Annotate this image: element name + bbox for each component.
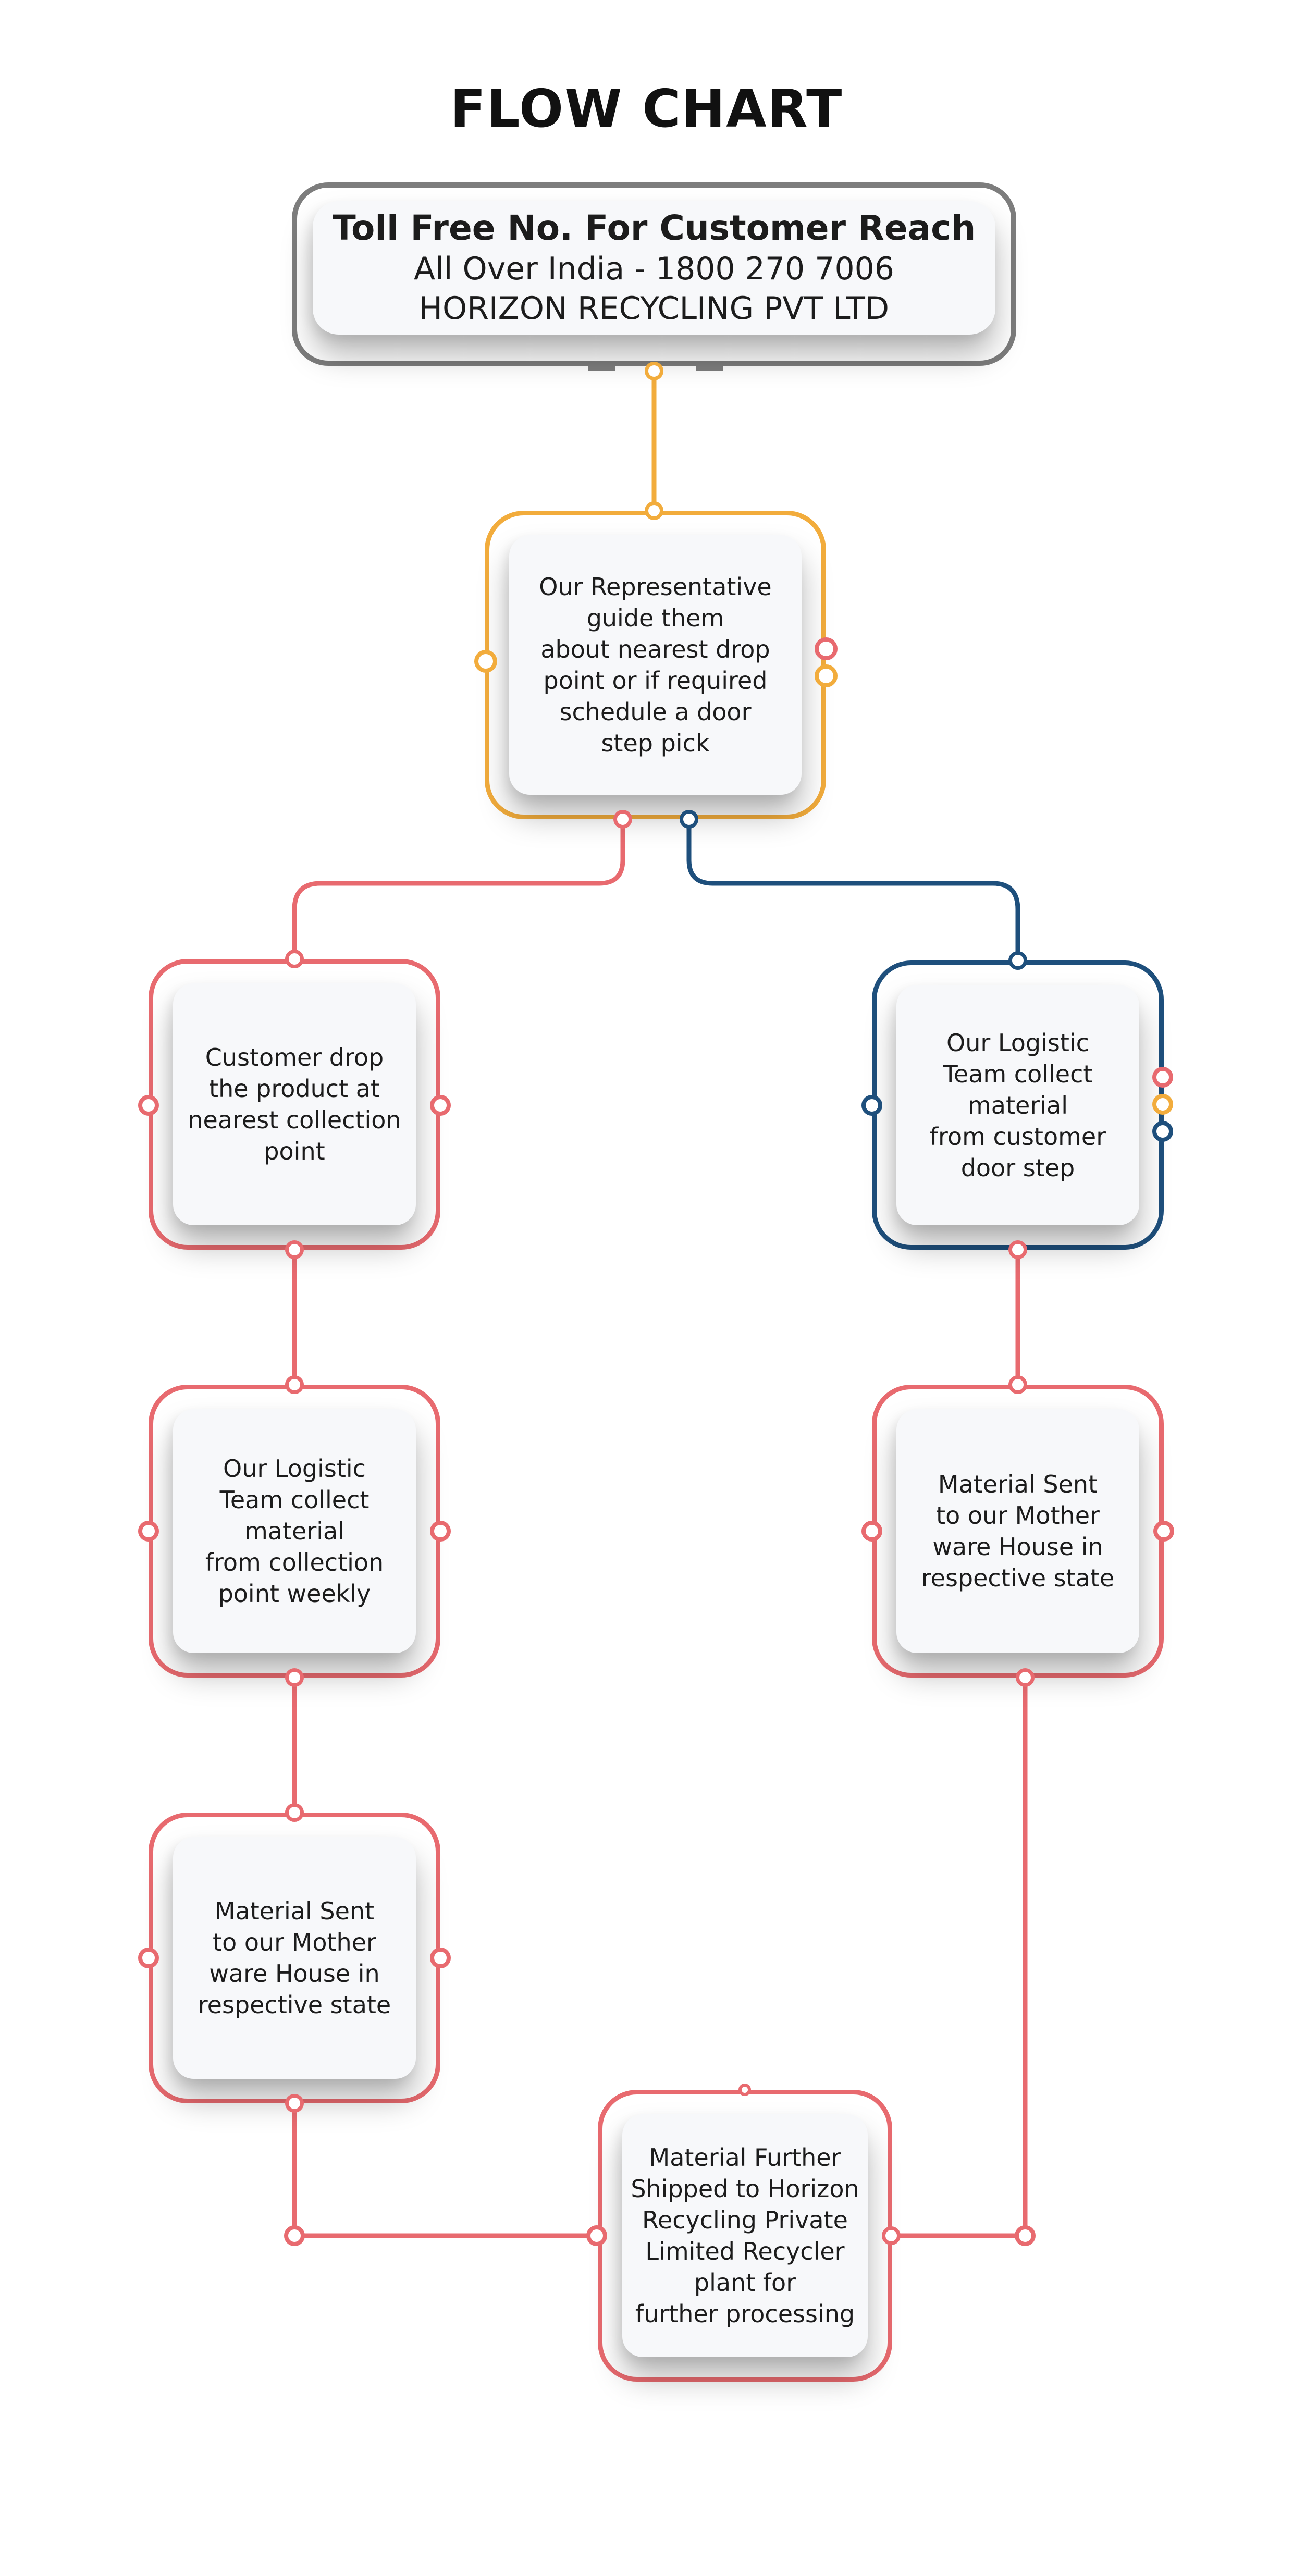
logistic-collection-left-port xyxy=(138,1521,159,1542)
step-warehouse-left: Material Sent to our Mother ware House i… xyxy=(149,1813,440,2103)
step-logistic-doorstep-panel: Our Logistic Team collect material from … xyxy=(896,985,1139,1225)
customer-drop-left-port xyxy=(138,1095,159,1116)
step-logistic-collection: Our Logistic Team collect material from … xyxy=(149,1385,440,1678)
logistic-collection-bottom-port xyxy=(285,1668,304,1687)
step-warehouse-right: Material Sent to our Mother ware House i… xyxy=(872,1385,1164,1678)
step-logistic-doorstep-text: Our Logistic Team collect material from … xyxy=(929,1028,1106,1182)
connector-warehouse-left-to-recycler xyxy=(292,2101,600,2238)
step-final-recycler-text: Material Further Shipped to Horizon Recy… xyxy=(631,2143,859,2328)
final-recycler-top-port xyxy=(738,2084,751,2096)
step-warehouse-left-text: Material Sent to our Mother ware House i… xyxy=(198,1897,391,2019)
representative-bottom-port-red xyxy=(613,810,632,829)
header-box: Toll Free No. For Customer Reach All Ove… xyxy=(292,182,1016,366)
step-representative-text: Our Representative guide them about near… xyxy=(539,573,772,757)
step-warehouse-right-text: Material Sent to our Mother ware House i… xyxy=(921,1470,1115,1592)
warehouse-left-left-port xyxy=(138,1948,159,1968)
connector-representative-to-customer-drop xyxy=(292,817,625,962)
final-recycler-right-port xyxy=(882,2226,901,2245)
step-customer-drop: Customer drop the product at nearest col… xyxy=(149,959,440,1250)
connector-warehouse-right-to-recycler xyxy=(890,1675,1028,2238)
logistic-doorstep-right-port-red xyxy=(1152,1067,1173,1088)
customer-drop-bottom-port xyxy=(285,1240,304,1259)
step-customer-drop-panel: Customer drop the product at nearest col… xyxy=(173,983,416,1225)
customer-drop-top-port xyxy=(285,950,304,968)
warehouse-right-bottom-port xyxy=(1016,1668,1035,1687)
representative-left-port xyxy=(474,650,497,673)
header-stand-dash-left xyxy=(588,366,615,371)
step-logistic-collection-text: Our Logistic Team collect material from … xyxy=(205,1455,384,1608)
warehouse-left-right-port xyxy=(430,1948,451,1968)
step-representative-panel: Our Representative guide them about near… xyxy=(509,535,802,795)
header-stand-dash-right xyxy=(696,366,723,371)
logistic-collection-right-port xyxy=(430,1521,451,1542)
logistic-doorstep-right-port-orange xyxy=(1152,1094,1173,1115)
warehouse-left-bottom-port xyxy=(285,2094,304,2113)
representative-right-port-red xyxy=(815,637,838,660)
warehouse-right-left-port xyxy=(861,1521,882,1542)
warehouse-right-right-port xyxy=(1153,1521,1174,1542)
logistic-collection-top-port xyxy=(285,1375,304,1394)
customer-drop-right-port xyxy=(430,1095,451,1116)
warehouse-left-corner-port xyxy=(284,2225,305,2246)
logistic-doorstep-top-port xyxy=(1008,951,1027,970)
step-logistic-doorstep: Our Logistic Team collect material from … xyxy=(872,960,1164,1250)
logistic-doorstep-right-port-navy xyxy=(1152,1121,1173,1142)
step-representative: Our Representative guide them about near… xyxy=(485,511,826,819)
representative-top-port xyxy=(645,501,663,520)
warehouse-left-top-port xyxy=(285,1803,304,1822)
representative-bottom-port-navy xyxy=(680,810,698,829)
page-title: FLOW CHART xyxy=(450,78,843,139)
header-toll-free-label: Toll Free No. For Customer Reach xyxy=(332,208,976,248)
warehouse-right-corner-port xyxy=(1015,2225,1036,2246)
logistic-doorstep-bottom-port xyxy=(1008,1240,1027,1259)
header-bottom-port xyxy=(645,362,663,380)
header-inner-panel: Toll Free No. For Customer Reach All Ove… xyxy=(313,201,995,335)
step-logistic-collection-panel: Our Logistic Team collect material from … xyxy=(173,1409,416,1653)
header-phone-number: All Over India - 1800 270 7006 xyxy=(414,251,894,287)
header-company-name: HORIZON RECYCLING PVT LTD xyxy=(418,290,890,327)
step-final-recycler: Material Further Shipped to Horizon Recy… xyxy=(598,2090,892,2382)
final-recycler-left-port xyxy=(586,2225,607,2246)
step-warehouse-left-panel: Material Sent to our Mother ware House i… xyxy=(173,1837,416,2079)
logistic-doorstep-left-port xyxy=(861,1095,882,1116)
connector-representative-to-logistic-doorstep xyxy=(686,817,1020,963)
representative-right-port-orange xyxy=(815,664,838,687)
step-customer-drop-text: Customer drop the product at nearest col… xyxy=(188,1043,401,1165)
step-warehouse-right-panel: Material Sent to our Mother ware House i… xyxy=(896,1409,1139,1653)
step-final-recycler-panel: Material Further Shipped to Horizon Recy… xyxy=(622,2114,868,2357)
warehouse-right-top-port xyxy=(1008,1375,1027,1394)
